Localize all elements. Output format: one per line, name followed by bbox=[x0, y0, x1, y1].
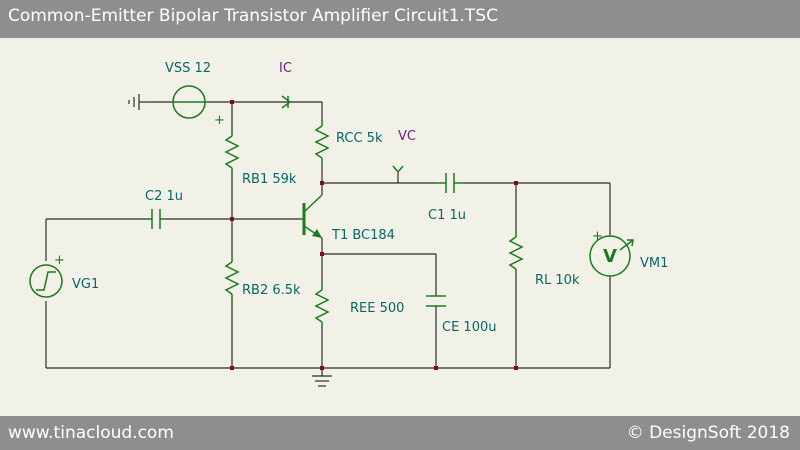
copyright-text: © DesignSoft 2018 bbox=[626, 423, 790, 443]
schematic-svg: + VSS 12 IC RB1 59k RCC 5k VC bbox=[29, 61, 668, 387]
ic-probe-arrow[interactable] bbox=[281, 95, 292, 109]
t1-label: T1 BC184 bbox=[331, 228, 395, 243]
rcc-label: RCC 5k bbox=[336, 131, 383, 146]
ic-probe-label: IC bbox=[279, 61, 292, 76]
ce-capacitor[interactable] bbox=[426, 295, 446, 307]
rl-label: RL 10k bbox=[535, 273, 580, 288]
rb2-label: RB2 6.5k bbox=[242, 283, 301, 298]
rb1-resistor[interactable] bbox=[224, 130, 240, 174]
title-bar: Common-Emitter Bipolar Transistor Amplif… bbox=[0, 0, 800, 38]
vm1-label: VM1 bbox=[640, 256, 668, 271]
vss-plus-sign: + bbox=[214, 113, 225, 128]
vg1-plus-sign: + bbox=[54, 253, 65, 268]
ree-label: REE 500 bbox=[350, 301, 404, 316]
rb2-resistor[interactable] bbox=[224, 256, 240, 302]
website-link[interactable]: www.tinacloud.com bbox=[8, 423, 174, 443]
vm1-plus-sign: + bbox=[592, 229, 603, 244]
vm1-voltmeter[interactable]: V + bbox=[589, 229, 634, 277]
t1-transistor[interactable] bbox=[300, 194, 323, 239]
vc-probe-symbol[interactable] bbox=[392, 165, 404, 174]
vg1-generator[interactable]: + bbox=[29, 253, 65, 298]
ground-symbol bbox=[312, 375, 332, 387]
c1-capacitor[interactable] bbox=[436, 173, 464, 193]
vm1-symbol: V bbox=[603, 246, 617, 267]
schematic-canvas: + VSS 12 IC RB1 59k RCC 5k VC bbox=[0, 38, 800, 416]
vss-source[interactable]: + bbox=[172, 85, 225, 128]
wires bbox=[45, 101, 611, 376]
vss-ground-symbol bbox=[128, 94, 148, 110]
rl-resistor[interactable] bbox=[508, 231, 524, 277]
circuit-title: Common-Emitter Bipolar Transistor Amplif… bbox=[8, 6, 498, 26]
vc-probe-label: VC bbox=[398, 129, 416, 144]
ree-resistor[interactable] bbox=[314, 284, 330, 326]
vg1-label: VG1 bbox=[72, 277, 99, 292]
footer-bar: www.tinacloud.com © DesignSoft 2018 bbox=[0, 416, 800, 450]
junction-nodes bbox=[230, 100, 518, 370]
ce-label: CE 100u bbox=[442, 320, 496, 335]
rcc-resistor[interactable] bbox=[314, 120, 330, 164]
c2-capacitor[interactable] bbox=[146, 209, 166, 229]
rb1-label: RB1 59k bbox=[242, 172, 297, 187]
c2-label: C2 1u bbox=[145, 189, 183, 204]
c1-label: C1 1u bbox=[428, 208, 466, 223]
vss-label: VSS 12 bbox=[165, 61, 211, 76]
